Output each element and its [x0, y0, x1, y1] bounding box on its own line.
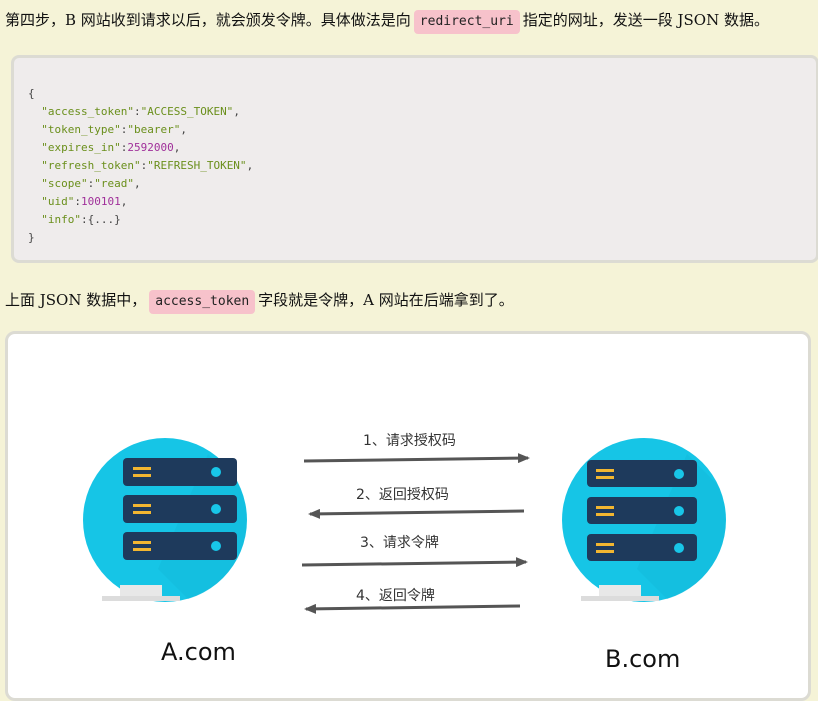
paragraph-text: 上面 JSON 数据中，: [5, 291, 147, 309]
diagram-canvas: [83, 438, 726, 614]
arrow-label-2: 2、返回授权码: [356, 487, 449, 503]
code-close-brace: }: [28, 231, 35, 244]
json-value: "ACCESS_TOKEN": [140, 105, 234, 118]
code-line: "refresh_token":"REFRESH_TOKEN",: [41, 159, 254, 172]
json-key: "token_type": [41, 123, 121, 136]
code-line: "token_type":"bearer",: [41, 123, 187, 136]
json-key: "uid": [41, 195, 75, 208]
json-key: "scope": [41, 177, 88, 190]
code-line: "uid":100101,: [41, 195, 128, 208]
code-line: "access_token":"ACCESS_TOKEN",: [41, 105, 240, 118]
arrow-label-1: 1、请求授权码: [363, 433, 456, 449]
json-value: 2592000: [127, 141, 174, 154]
arrow-return-code: [308, 508, 525, 519]
json-code-block: { "access_token":"ACCESS_TOKEN", "token_…: [11, 55, 818, 263]
arrow-return-token: [304, 603, 521, 614]
json-value: 100101: [81, 195, 121, 208]
site-label-a: A.com: [161, 638, 236, 666]
code-open-brace: {: [28, 87, 35, 100]
json-key: "refresh_token": [41, 159, 141, 172]
paragraph-text: 指定的网址，发送一段 JSON 数据。: [522, 11, 769, 29]
code-line: "info":{...}: [41, 213, 121, 226]
json-value: "REFRESH_TOKEN": [147, 159, 247, 172]
paragraph-text: 第四步，B 网站收到请求以后，就会颁发令牌。具体做法是向: [5, 11, 411, 29]
json-key: "access_token": [41, 105, 134, 118]
server-a-icon: [83, 438, 247, 602]
inline-code-redirect-uri: redirect_uri: [413, 10, 520, 34]
code-line: "scope":"read",: [41, 177, 141, 190]
server-b-icon: [562, 438, 726, 602]
paragraph-text: 字段就是令牌，A 网站在后端拿到了。: [258, 291, 514, 309]
json-key: "info": [41, 213, 81, 226]
site-label-b: B.com: [605, 645, 681, 673]
json-key: "expires_in": [41, 141, 121, 154]
arrow-label-3: 3、请求令牌: [360, 535, 439, 551]
json-value: "bearer": [127, 123, 181, 136]
json-value: "read": [94, 177, 134, 190]
oauth-flow-diagram: 1、请求授权码 2、返回授权码 3、请求令牌 4、返回令牌 A.com B.co…: [5, 331, 811, 701]
code-lines: "access_token":"ACCESS_TOKEN", "token_ty…: [28, 103, 802, 229]
json-value: {...}: [87, 213, 121, 226]
arrow-label-4: 4、返回令牌: [356, 588, 435, 604]
inline-code-access-token: access_token: [149, 290, 256, 314]
arrow-request-token: [301, 557, 528, 568]
arrow-request-code: [303, 453, 530, 464]
code-line: "expires_in":2592000,: [41, 141, 181, 154]
